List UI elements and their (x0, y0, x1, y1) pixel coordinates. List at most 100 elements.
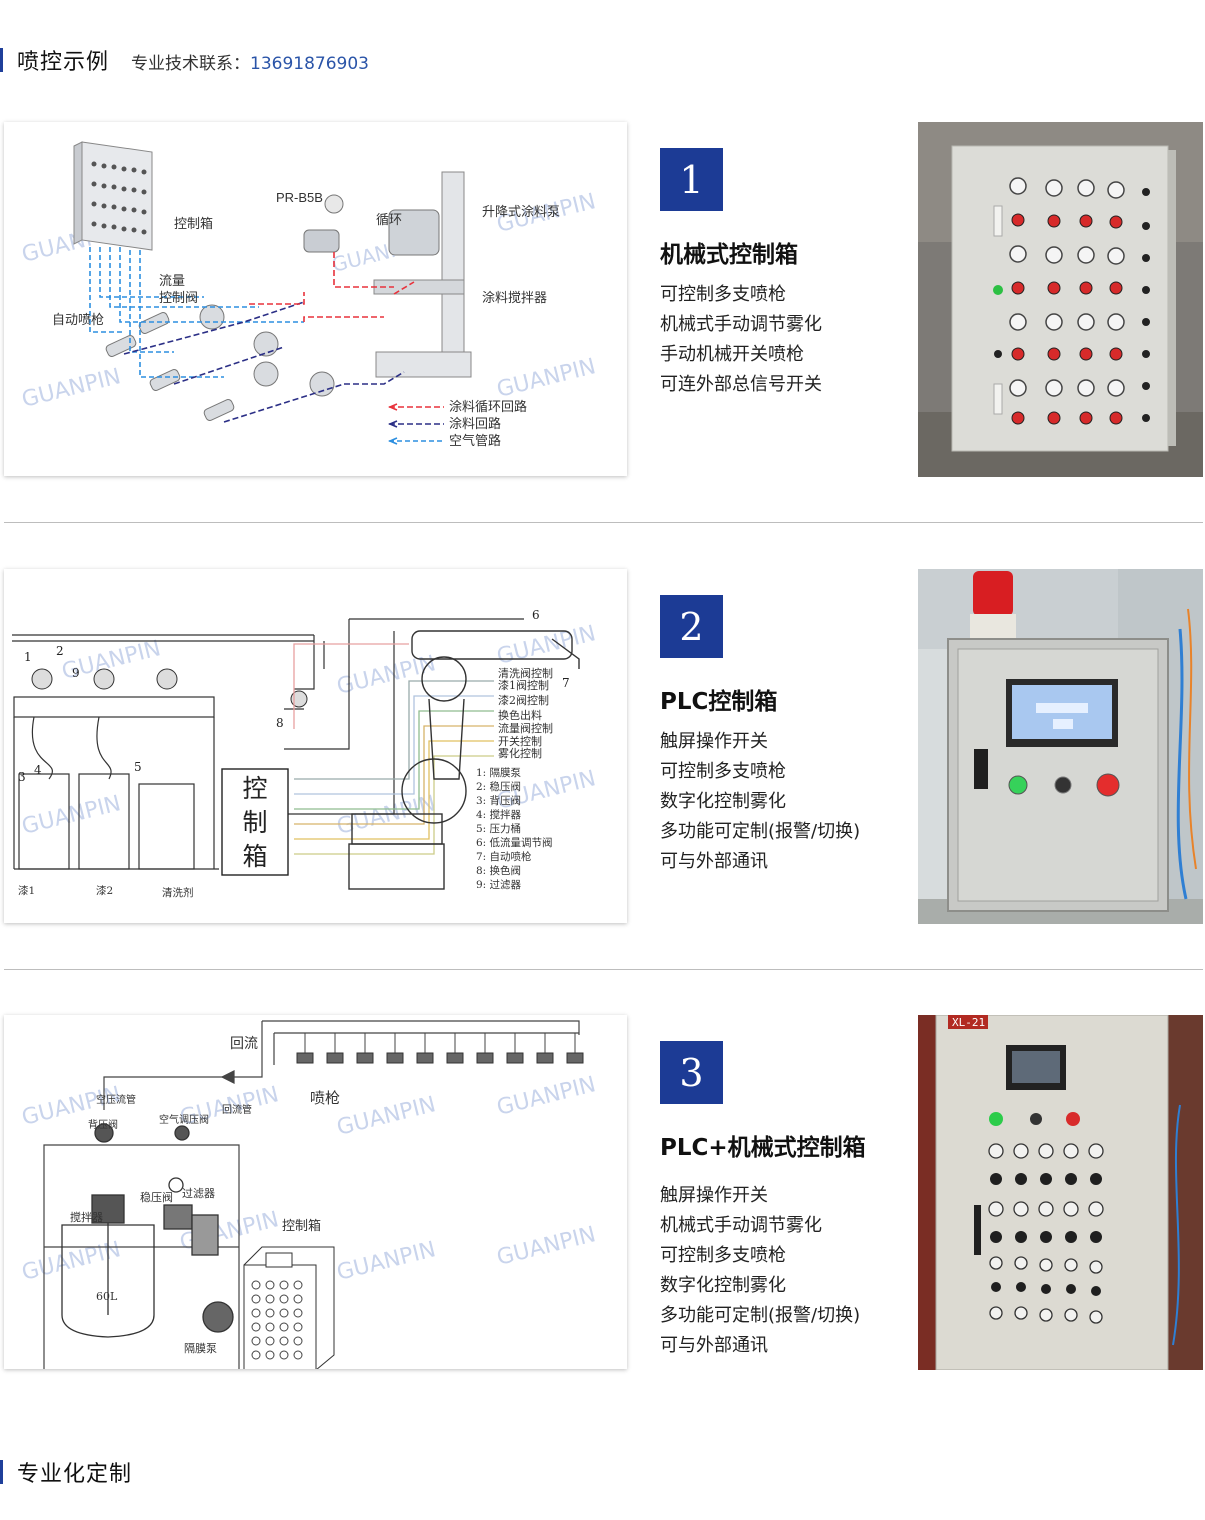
list-item: 手动机械开关喷枪 (660, 344, 804, 365)
svg-text:7: 7 (562, 676, 570, 690)
svg-text:回流管: 回流管 (222, 1103, 252, 1116)
svg-text:8: 8 (276, 716, 284, 730)
svg-text:稳压阀: 稳压阀 (140, 1190, 173, 1204)
svg-text:漆2阀控制: 漆2阀控制 (498, 693, 549, 707)
svg-text:5: 压力桶: 5: 压力桶 (476, 822, 521, 835)
label-control-box: 控制箱 (174, 216, 213, 231)
svg-text:2: 2 (56, 644, 64, 658)
row-divider (4, 969, 1203, 970)
label-mixer: 涂料搅拌器 (482, 290, 547, 305)
svg-text:GUANPIN: GUANPIN (19, 364, 123, 413)
diagram-mechanical-control: GUANPIN GUANPIN GUANPIN GUANPIN GUANPIN (4, 122, 627, 476)
svg-text:2: 稳压阀: 2: 稳压阀 (476, 780, 521, 793)
svg-text:3: 3 (18, 770, 26, 784)
pump-drawing (303, 171, 472, 378)
list-item: 多功能可定制(报警/切换) (660, 821, 861, 842)
gauge-grid (993, 177, 1150, 425)
feature-list-1: 可控制多支喷枪 机械式手动调节雾化 手动机械开关喷枪 可连外部总信号开关 (660, 280, 822, 400)
svg-text:GUANPIN: GUANPIN (494, 1072, 598, 1121)
svg-text:6: 低流量调节阀: 6: 低流量调节阀 (476, 836, 553, 849)
svg-text:换色出料: 换色出料 (498, 708, 542, 722)
svg-text:7: 自动喷枪: 7: 自动喷枪 (476, 850, 532, 863)
list-item: 数字化控制雾化 (660, 1275, 786, 1296)
section-accent-bar (0, 1460, 3, 1484)
example-row-2: GUANPIN GUANPIN GUANPIN GUANPIN GUANPIN … (0, 569, 1205, 925)
svg-text:6: 6 (532, 608, 540, 622)
svg-text:8: 换色阀: 8: 换色阀 (476, 864, 521, 877)
list-item: 可控制多支喷枪 (660, 761, 786, 782)
svg-text:流量阀控制: 流量阀控制 (498, 721, 553, 735)
section-header: 喷控示例 专业技术联系： 13691876903 (0, 44, 369, 76)
svg-text:空气调压阀: 空气调压阀 (159, 1113, 209, 1126)
robot-drawing (348, 630, 580, 890)
feature-list-3: 触屏操作开关 机械式手动调节雾化 可控制多支喷枪 数字化控制雾化 多功能可定制(… (660, 1181, 860, 1361)
list-item: 可控制多支喷枪 (660, 284, 786, 305)
svg-text:GUANPIN: GUANPIN (19, 791, 123, 840)
step-number-3: 3 (660, 1041, 723, 1104)
svg-text:箱: 箱 (242, 842, 267, 871)
svg-text:GUANPIN: GUANPIN (494, 354, 598, 403)
svg-text:空压流管: 空压流管 (96, 1093, 136, 1106)
label-circulation: 循环 (376, 212, 402, 227)
svg-text:清洗阀控制: 清洗阀控制 (498, 666, 553, 680)
diagram-plc-control: GUANPIN GUANPIN GUANPIN GUANPIN GUANPIN … (4, 569, 627, 923)
feature-title-3: PLC+机械式控制箱 (660, 1135, 866, 1161)
svg-text:9: 过滤器: 9: 过滤器 (476, 878, 522, 891)
diagram-plc-mechanical-control: GUANPIN GUANPIN GUANPIN GUANPIN GUANPIN … (4, 1015, 627, 1369)
list-item: 机械式手动调节雾化 (660, 314, 822, 335)
feature-title-1: 机械式控制箱 (660, 242, 798, 268)
example-row-1: GUANPIN GUANPIN GUANPIN GUANPIN GUANPIN (0, 122, 1205, 478)
list-item: 触屏操作开关 (660, 1185, 768, 1206)
list-item: 机械式手动调节雾化 (660, 1215, 822, 1236)
svg-text:1: 1 (24, 650, 32, 664)
list-item: 可控制多支喷枪 (660, 1245, 786, 1266)
section-accent-bar (0, 48, 3, 72)
control-box-drawing (243, 1246, 335, 1369)
svg-text:过滤器: 过滤器 (182, 1187, 215, 1200)
label-pr-b5b: PR-B5B (276, 190, 323, 205)
svg-text:GUANPIN: GUANPIN (334, 1092, 438, 1141)
svg-text:雾化控制: 雾化控制 (498, 746, 542, 760)
svg-text:GUANPIN: GUANPIN (494, 621, 598, 670)
label-auto-gun: 自动喷枪 (52, 312, 104, 327)
svg-text:漆1阀控制: 漆1阀控制 (498, 678, 549, 692)
svg-text:漆2: 漆2 (96, 884, 113, 897)
svg-text:背压阀: 背压阀 (88, 1118, 118, 1131)
list-item: 可与外部通讯 (660, 851, 768, 872)
label-control-valve: 控制阀 (159, 290, 198, 305)
svg-text:制: 制 (242, 808, 267, 837)
svg-text:4: 搅拌器: 4: 搅拌器 (476, 808, 522, 821)
svg-text:隔膜泵: 隔膜泵 (184, 1342, 217, 1355)
legend-air-line: 空气管路 (449, 433, 501, 448)
row-divider (4, 522, 1203, 523)
list-item: 可连外部总信号开关 (660, 374, 822, 395)
legend-paint-loop: 涂料回路 (449, 416, 501, 431)
svg-text:漆1: 漆1 (18, 884, 35, 897)
pump-rack (12, 618, 524, 870)
example-row-3: GUANPIN GUANPIN GUANPIN GUANPIN GUANPIN … (0, 1015, 1205, 1371)
photo-mechanical-cabinet (918, 122, 1203, 477)
legend-circulation-loop: 涂料循环回路 (449, 399, 527, 414)
photo-plc-mechanical-cabinet: XL-21 (918, 1015, 1203, 1370)
svg-text:开关控制: 开关控制 (498, 734, 542, 748)
section-title-customization: 专业化定制 (17, 1462, 133, 1487)
cabinet-tag: XL-21 (952, 1016, 985, 1029)
list-item: 可与外部通讯 (660, 1335, 768, 1356)
control-cabinet-drawing (73, 141, 153, 251)
svg-text:清洗剂: 清洗剂 (162, 886, 194, 899)
step-number-1: 1 (660, 148, 723, 211)
spray-guns (105, 304, 335, 421)
svg-text:GUANPIN: GUANPIN (334, 791, 438, 840)
svg-text:4: 4 (34, 763, 42, 777)
pipe-lines (89, 247, 444, 442)
label-lift-pump: 升降式涂料泵 (482, 204, 560, 219)
contact-phone[interactable]: 13691876903 (250, 54, 369, 74)
svg-text:GUANPIN: GUANPIN (334, 1237, 438, 1286)
svg-text:回流: 回流 (230, 1036, 258, 1052)
svg-text:1: 隔膜泵: 1: 隔膜泵 (476, 767, 522, 779)
step-number-2: 2 (660, 595, 723, 658)
svg-text:控制箱: 控制箱 (282, 1218, 321, 1234)
svg-text:9: 9 (72, 666, 80, 680)
spray-gun-row (296, 1052, 584, 1064)
contact-label: 专业技术联系： (131, 54, 251, 74)
